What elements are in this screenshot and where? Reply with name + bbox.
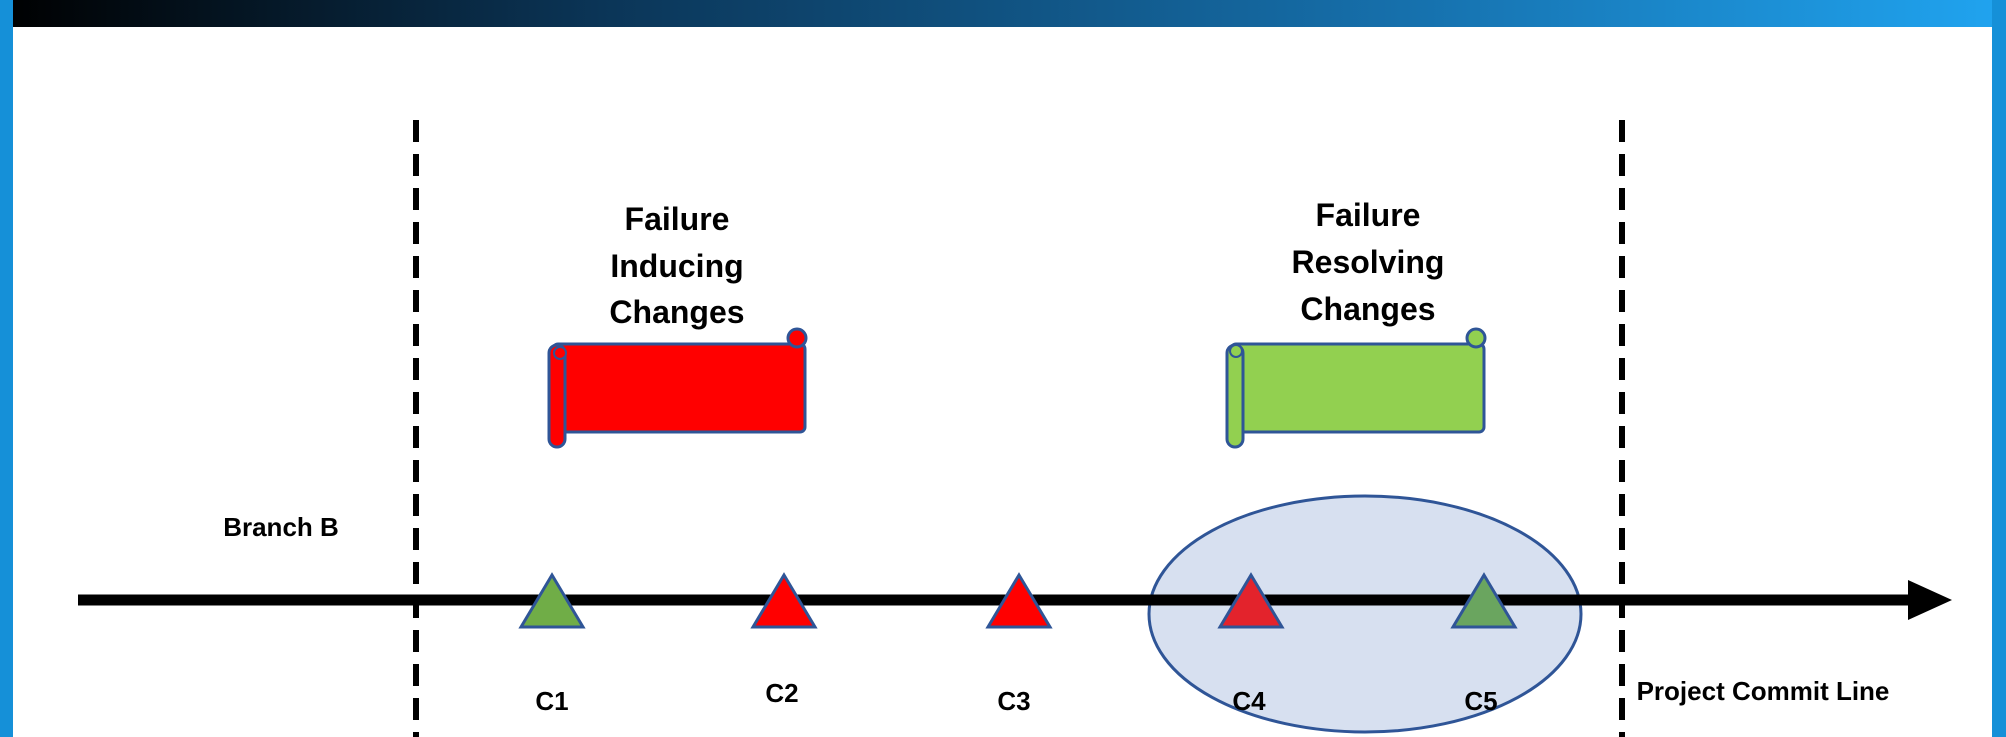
commit-c5-label: C5 bbox=[1464, 686, 1497, 716]
axis-label: Project Commit Line bbox=[1637, 676, 1890, 706]
failure-resolving-scroll-banner bbox=[1225, 327, 1487, 449]
resolving-title-line-2: Resolving bbox=[1292, 244, 1445, 280]
top-banner bbox=[0, 0, 2006, 27]
left-frame-border bbox=[0, 0, 13, 737]
commit-c3-triangle bbox=[985, 572, 1053, 629]
failure-inducing-scroll-banner bbox=[547, 327, 808, 449]
commit-c5-triangle bbox=[1450, 572, 1518, 629]
resolving-title-line-3: Changes bbox=[1300, 291, 1435, 327]
branch-label: Branch B bbox=[223, 512, 339, 542]
right-frame-border bbox=[1992, 0, 2006, 737]
commit-c4-triangle bbox=[1217, 572, 1285, 629]
commit-c4-label: C4 bbox=[1232, 686, 1266, 716]
commit-c2-triangle bbox=[750, 572, 818, 629]
inducing-title-line-1: Failure bbox=[625, 201, 730, 237]
commit-c2-label: C2 bbox=[765, 678, 798, 708]
commit-c3-label: C3 bbox=[997, 686, 1030, 716]
commit-c1-triangle bbox=[518, 572, 586, 629]
resolving-title-line-1: Failure bbox=[1316, 197, 1421, 233]
axis-arrowhead bbox=[1908, 580, 1952, 620]
commit-c1-label: C1 bbox=[535, 686, 568, 716]
inducing-title-line-3: Changes bbox=[609, 294, 744, 330]
inducing-title-line-2: Inducing bbox=[610, 248, 743, 284]
highlight-ellipse bbox=[1147, 494, 1583, 734]
